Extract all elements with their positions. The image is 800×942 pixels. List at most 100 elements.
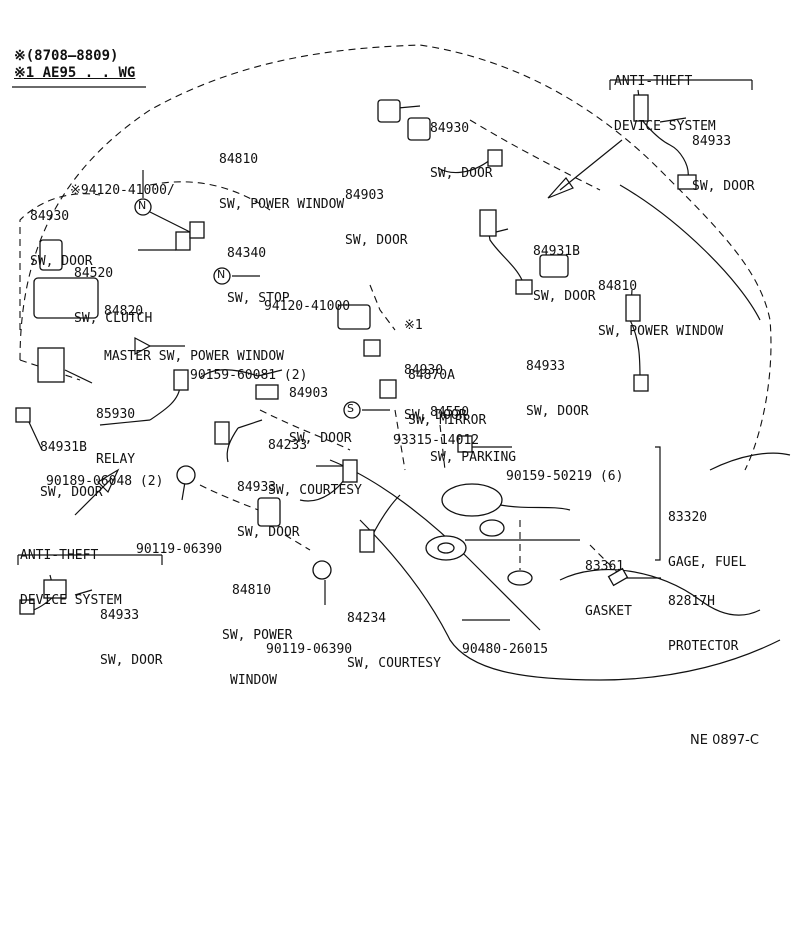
- anti-theft-top-sub: DEVICE SYSTEM: [614, 119, 716, 134]
- label-84930-b-num: 84930: [30, 209, 70, 224]
- part-84810-b-body: [539, 254, 569, 278]
- n-marker-2: [213, 267, 231, 285]
- label-93315-text: 93315-14012: [393, 433, 480, 448]
- label-84870a: 84870A SW, MIRROR: [408, 338, 486, 443]
- leader-84340: [149, 211, 191, 233]
- part-84933-a-body: [633, 94, 649, 122]
- label-84933-b-num: 84933: [526, 359, 566, 374]
- label-90159-b-text: 90159-50219 (6): [506, 469, 624, 484]
- label-84810-a: 84810 SW, POWER WINDOW: [219, 122, 344, 227]
- label-84933-a-name: SW, DOOR: [692, 179, 755, 194]
- part-84930-c-body: [337, 304, 371, 330]
- label-90480: 90480-26015: [462, 612, 548, 672]
- label-84931b-b-name: SW, DOOR: [40, 485, 103, 500]
- part-85930-body: [37, 347, 65, 383]
- route-left: [19, 193, 101, 330]
- part-84870a-body: [363, 339, 381, 357]
- s-marker: [343, 401, 361, 419]
- label-84810-b: 84810 SW, POWER WINDOW: [598, 249, 723, 354]
- part-83361-gasket-hole: [437, 542, 455, 554]
- label-84233-num: 84233: [268, 438, 308, 453]
- label-84933-c-num: 84933: [237, 480, 277, 495]
- part-84933-c-body: [342, 459, 358, 483]
- label-84930-c-mark: ※1: [404, 318, 423, 333]
- label-84930-c: ※1 84930 SW, DOOR: [404, 288, 467, 438]
- part-84933-a-plug: [677, 174, 697, 190]
- label-90119-a-text: 90119-06390: [136, 542, 223, 557]
- label-90189-text: 90189-06048 (2): [46, 474, 164, 489]
- label-84233: 84233 SW, COURTESY: [268, 408, 362, 513]
- label-84903-a-num: 84903: [345, 188, 385, 203]
- n-marker-2-letter: N: [217, 268, 226, 281]
- label-84810-b-num: 84810: [598, 279, 638, 294]
- label-84820-num: 84820: [104, 304, 144, 319]
- label-84903-b-num: 84903: [289, 386, 329, 401]
- arrow-bottom-shaft: [74, 477, 113, 516]
- label-90480-text: 90480-26015: [462, 642, 549, 657]
- label-84933-d-num: 84933: [100, 608, 140, 623]
- label-84933-c: 84933 SW, DOOR: [237, 450, 300, 555]
- arrow-top-shaft: [559, 139, 623, 191]
- label-84820: 84820 MASTER SW, POWER WINDOW: [104, 274, 284, 379]
- label-94120-b: 94120-41000: [264, 269, 350, 329]
- label-84930-b-name: SW, DOOR: [30, 254, 93, 269]
- anti-theft-bottom-sub: DEVICE SYSTEM: [20, 593, 122, 608]
- label-90189: 90189-06048 (2): [46, 444, 163, 504]
- label-84903-a: 84903 SW, DOOR: [345, 158, 408, 263]
- label-84931b-b: 84931B SW, DOOR: [40, 410, 103, 515]
- label-84233-name: SW, COURTESY: [268, 483, 362, 498]
- diagram-header: ※(8708—8809) ※1 AE95 . . WG: [14, 48, 135, 82]
- n-marker-1: [134, 198, 152, 216]
- label-82817h: 82817H PROTECTOR: [668, 564, 738, 669]
- label-85930: 85930 RELAY: [96, 377, 135, 482]
- route-low-2: [284, 534, 311, 551]
- leader-90119-a: [181, 481, 186, 501]
- leader-84233: [237, 419, 263, 429]
- label-84931b-a-name: SW, DOOR: [533, 289, 596, 304]
- anti-theft-top-bracket: [609, 79, 753, 90]
- arrow-top-head: [547, 177, 574, 199]
- bracket-83320: [655, 446, 661, 561]
- header-line-2: ※1 AE95 . . WG: [14, 65, 136, 81]
- leader-85930: [64, 369, 93, 384]
- label-84930-a-name: SW, DOOR: [430, 166, 493, 181]
- label-84550-name: SW, PARKING: [430, 450, 517, 465]
- part-84931b-a-wire: [484, 209, 523, 281]
- label-84933-b: 84933 SW, DOOR: [526, 329, 589, 434]
- anti-theft-bottom-title: ANTI-THEFT: [20, 548, 99, 563]
- diagram-code: NE 0897-C: [690, 733, 759, 748]
- label-85930-num: 85930: [96, 407, 136, 422]
- label-83361-num: 83361: [585, 559, 625, 574]
- label-84520: 84520 SW, CLUTCH: [74, 236, 152, 341]
- arrow-bottom-head: [97, 468, 120, 494]
- label-94120-b-text: 94120-41000: [264, 299, 351, 314]
- label-84820-name: MASTER SW, POWER WINDOW: [104, 349, 285, 364]
- label-84930-c-num: 84930: [404, 363, 444, 378]
- label-83320-name: GAGE, FUEL: [668, 555, 747, 570]
- part-84933-d-body: [43, 579, 67, 599]
- label-90119-b: 90119-06390: [266, 612, 352, 672]
- label-84933-d: 84933 SW, DOOR: [100, 578, 163, 683]
- label-84234-num: 84234: [347, 611, 387, 626]
- anti-theft-top-title: ANTI-THEFT: [614, 74, 693, 89]
- label-84810-a-name: SW, POWER WINDOW: [219, 197, 345, 212]
- body-outline-left: [19, 359, 81, 381]
- anti-theft-top-label: ANTI-THEFT DEVICE SYSTEM: [614, 44, 716, 149]
- part-84340-body: [189, 221, 205, 239]
- label-84810-c-num: 84810: [232, 583, 272, 598]
- leader-84931b-a: [495, 228, 509, 233]
- label-84340: 84340 SW, STOP: [227, 216, 290, 321]
- label-90159-b: 90159-50219 (6): [506, 439, 623, 499]
- part-84933-a-wire: [637, 89, 689, 179]
- leader-84933-a: [659, 117, 687, 123]
- label-84933-d-name: SW, DOOR: [100, 653, 163, 668]
- part-84234-body: [359, 529, 375, 553]
- part-82817h-body: [607, 567, 629, 587]
- body-inner-line: [469, 119, 601, 191]
- label-84340-name: SW, STOP: [227, 291, 290, 306]
- label-84520-name: SW, CLUTCH: [74, 311, 153, 326]
- part-90480-plug: [507, 570, 533, 586]
- part-84903-a-wire: [437, 159, 491, 174]
